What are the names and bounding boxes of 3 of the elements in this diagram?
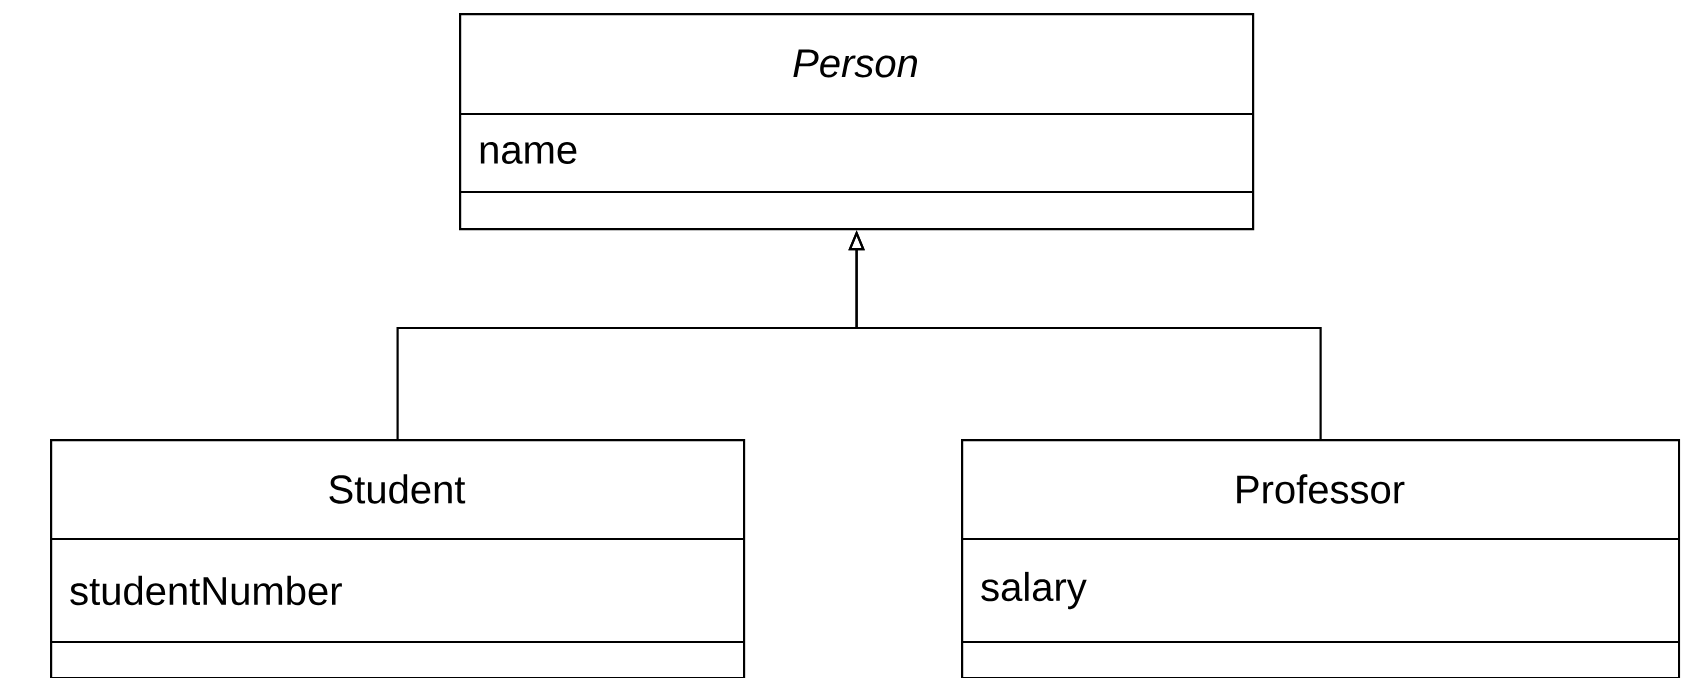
class-box: Person name <box>459 13 1255 231</box>
class-box: Professor salary <box>961 439 1681 678</box>
class-box: Student studentNumber <box>50 439 746 678</box>
